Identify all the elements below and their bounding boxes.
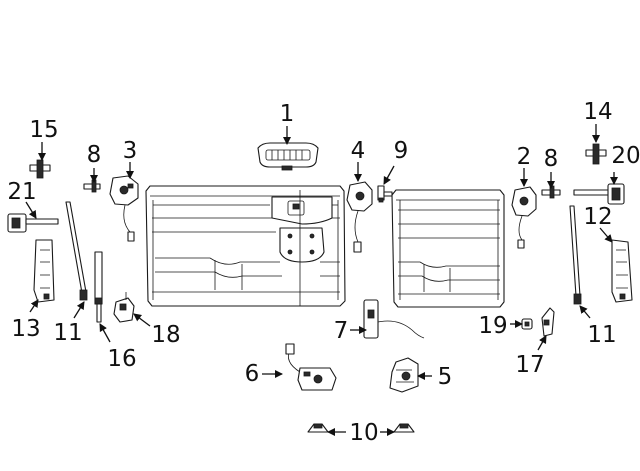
callout-20: 20: [611, 143, 640, 169]
leader-lines: [25, 124, 618, 436]
callout-labels: 1 2 3 4 5 6 7 8 8 9 10 11 11 12 13 14 15…: [7, 99, 640, 446]
part-17-bracket: [541, 307, 555, 337]
part-20-pivot-bolt: [573, 183, 625, 205]
left-tailgate-panel: [145, 185, 346, 307]
leader-21: [25, 201, 37, 219]
callout-13: 13: [11, 316, 40, 342]
callout-14: 14: [583, 99, 612, 125]
part-12-right-bracket: [611, 239, 633, 303]
callout-16: 16: [107, 346, 136, 372]
part-10-right-clip: [393, 423, 415, 433]
callout-21: 21: [7, 179, 36, 205]
callout-7: 7: [334, 318, 349, 344]
callout-8b: 8: [544, 146, 559, 172]
part-5-latch-assembly: [389, 357, 419, 393]
part-3-left-latch: [109, 175, 139, 242]
part-2-right-latch: [511, 186, 537, 249]
callout-10: 10: [349, 420, 378, 446]
part-11-left-cable: [65, 201, 88, 301]
callout-19: 19: [478, 313, 507, 339]
leader-9: [383, 165, 395, 185]
leader-18: [133, 313, 151, 327]
right-tailgate-panel: [391, 189, 505, 308]
callout-8a: 8: [87, 142, 102, 168]
part-1-handle-bezel: [257, 142, 319, 171]
part-6-actuator: [285, 343, 337, 391]
part-10-left-clip: [307, 423, 329, 433]
callout-17: 17: [515, 352, 544, 378]
leader-13: [29, 299, 39, 313]
callout-18: 18: [151, 322, 180, 348]
part-9-striker: [377, 185, 393, 203]
callout-11a: 11: [53, 320, 82, 346]
callout-4: 4: [351, 138, 366, 164]
callout-3: 3: [123, 138, 138, 164]
leader-12: [599, 227, 613, 243]
callout-12: 12: [583, 204, 612, 230]
leader-11b: [579, 305, 591, 319]
callout-2: 2: [517, 144, 532, 170]
callout-11b: 11: [587, 322, 616, 348]
callout-15: 15: [29, 117, 58, 143]
part-18-hinge: [113, 292, 135, 323]
part-15-bolt: [29, 159, 51, 179]
part-14-bolt: [585, 143, 607, 165]
part-4-center-latch: [346, 181, 373, 253]
callout-9: 9: [394, 138, 409, 164]
leader-16: [99, 323, 111, 343]
part-16-rod: [94, 251, 103, 323]
callout-1: 1: [280, 101, 295, 127]
part-11-right-cable: [569, 205, 582, 305]
part-8-left-bolt: [83, 179, 101, 193]
callout-5: 5: [438, 364, 453, 390]
part-21-pivot-bolt: [7, 213, 59, 233]
part-7-release-handle: [363, 299, 425, 339]
leader-17: [537, 335, 547, 351]
leader-11a: [73, 301, 85, 319]
part-13-left-bracket: [33, 239, 55, 303]
callout-6: 6: [245, 361, 260, 387]
part-19-grommet: [521, 318, 533, 330]
